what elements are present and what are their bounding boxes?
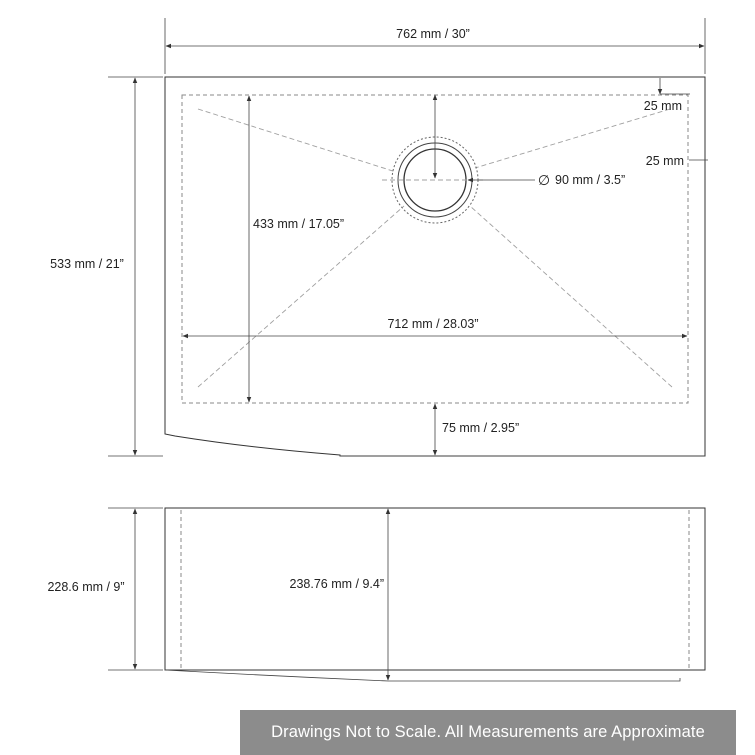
- drain-label: 90 mm / 3.5”: [555, 173, 625, 187]
- basin-width-label: 712 mm / 28.03”: [387, 317, 478, 331]
- sink-outline: [164, 76, 706, 457]
- front-outline: [164, 507, 706, 671]
- apron-label: 75 mm / 2.95”: [442, 421, 519, 435]
- rim-side-label: 25 mm: [646, 154, 684, 168]
- slope-line-bottom-left: [197, 205, 405, 388]
- height-label: 228.6 mm / 9”: [47, 580, 124, 594]
- rim-top-label: 25 mm: [644, 99, 682, 113]
- slope-line-bottom-right: [469, 205, 673, 388]
- depth-label: 533 mm / 21”: [50, 257, 124, 271]
- basin-depth-label: 433 mm / 17.05”: [253, 217, 344, 231]
- slope-line-top-right: [474, 108, 671, 169]
- width-label: 762 mm / 30”: [396, 27, 470, 41]
- inner-depth-label: 238.76 mm / 9.4”: [290, 577, 385, 591]
- front-bottom-lip: [164, 669, 681, 682]
- disclaimer-banner: Drawings Not to Scale. All Measurements …: [240, 710, 736, 755]
- front-view: 228.6 mm / 9” 238.76 mm / 9.4”: [47, 507, 706, 682]
- slope-line-top-left: [197, 108, 397, 173]
- drain-diameter-symbol: ∅: [538, 173, 550, 189]
- top-view: 762 mm / 30” 533 mm / 21” 25 mm 25 mm ∅ …: [50, 18, 708, 457]
- disclaimer-text: Drawings Not to Scale. All Measurements …: [271, 723, 705, 741]
